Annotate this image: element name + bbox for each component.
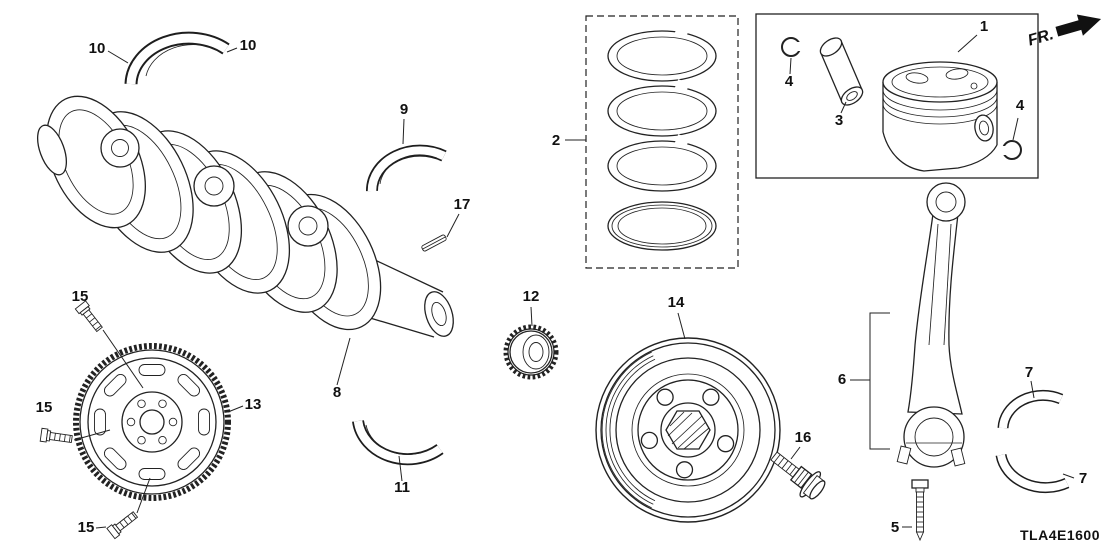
callout-label: 8: [333, 384, 341, 401]
callout-13: 13: [227, 396, 262, 413]
callouts: 10 10 9 17 2 1 4 3: [36, 18, 1088, 536]
front-direction-arrow-icon: [1055, 14, 1102, 37]
callout-label: 3: [835, 112, 843, 129]
drive-plate: [73, 343, 231, 501]
gear-teeth: [503, 324, 559, 380]
top-compression-ring: [607, 24, 717, 82]
main-bearing-lower: [352, 419, 444, 466]
callout-15-b: 15: [36, 399, 53, 416]
callout-label: 14: [668, 294, 685, 311]
callout-label: 6: [838, 371, 846, 388]
callout-label: 12: [523, 288, 540, 305]
rod-callout-bracket: [869, 312, 890, 450]
callout-12: 12: [523, 288, 540, 327]
callout-14: 14: [668, 294, 686, 340]
callout-11: 11: [394, 455, 410, 496]
callout-9: 9: [400, 101, 408, 145]
callout-10-right: 10: [226, 37, 257, 54]
crankshaft-journals: [100, 128, 329, 247]
drive-plate-bolt-holes: [126, 399, 178, 445]
callout-label: 17: [454, 196, 471, 213]
callout-label: 15: [72, 288, 89, 305]
callout-3: 3: [835, 101, 847, 129]
callout-label: 5: [891, 519, 899, 536]
callout-15-a: 15: [72, 288, 89, 305]
callout-4-left: 4: [785, 57, 794, 90]
callout-label: 4: [1016, 97, 1025, 114]
piston-pin: [819, 37, 864, 106]
main-bearing-center: [365, 144, 447, 192]
callout-label: 9: [400, 101, 408, 118]
front-direction-indicator: FR.: [1026, 14, 1102, 50]
piston-ring-set: [585, 15, 739, 269]
callout-label: 4: [785, 73, 794, 90]
drive-plate-bolt-b: [39, 427, 73, 444]
callout-label: 11: [394, 479, 410, 496]
crankshaft-key: [421, 234, 447, 252]
callout-label: 1: [980, 18, 988, 35]
ring-spacer: [607, 134, 717, 192]
piston-kit: [755, 13, 1039, 179]
callout-2: 2: [552, 132, 586, 149]
callout-17: 17: [446, 196, 471, 238]
second-compression-ring: [607, 79, 717, 137]
main-bearing-upper: [124, 31, 230, 85]
callout-8: 8: [333, 337, 351, 401]
pulley-hex-bore: [665, 410, 711, 450]
callout-label: 16: [795, 429, 812, 446]
callout-7-lower: 7: [1062, 470, 1087, 487]
drive-plate-bolt-c: [106, 511, 139, 540]
oil-ring: [607, 201, 717, 251]
pulley-lightening-holes: [640, 388, 735, 479]
callout-1: 1: [957, 18, 988, 53]
callout-label: 13: [245, 396, 262, 413]
front-direction-label: FR.: [1026, 26, 1055, 49]
piston-kit-box: [755, 13, 1039, 179]
ring-set-dashed-box: [585, 15, 739, 269]
callout-label: 7: [1025, 364, 1033, 381]
rod-bearing-upper: [997, 389, 1064, 429]
connecting-rod: [896, 182, 966, 468]
piston-pin-clip-left: [781, 37, 804, 57]
ring-gear-teeth: [73, 343, 231, 501]
piston-pin-clip-right: [1001, 140, 1022, 160]
drive-plate-bolt-a: [74, 300, 103, 333]
crank-pulley: [595, 337, 781, 523]
callout-7-upper: 7: [1025, 364, 1035, 399]
callout-10-left: 10: [89, 40, 129, 64]
crankshaft: [36, 95, 454, 338]
diagram-code: TLA4E1600: [1020, 527, 1100, 543]
callout-4-right: 4: [1012, 97, 1025, 141]
callout-label: 7: [1079, 470, 1087, 487]
callout-15-c: 15: [78, 519, 107, 536]
pulley-bolt: [770, 451, 826, 500]
callout-label: 15: [36, 399, 53, 416]
callout-label: 2: [552, 132, 560, 149]
rod-bearing-lower: [995, 453, 1070, 494]
callout-label: 10: [240, 37, 257, 54]
crank-timing-gear: [503, 324, 559, 380]
callout-16: 16: [790, 429, 812, 460]
drive-plate-slots: [94, 364, 210, 480]
callout-label: 10: [89, 40, 106, 57]
callout-label: 15: [78, 519, 95, 536]
callout-6: 6: [838, 371, 870, 388]
piston: [882, 61, 998, 172]
pulley-hex-hatching: [667, 411, 710, 450]
callout-5: 5: [891, 519, 912, 536]
rod-bolt: [911, 479, 929, 542]
